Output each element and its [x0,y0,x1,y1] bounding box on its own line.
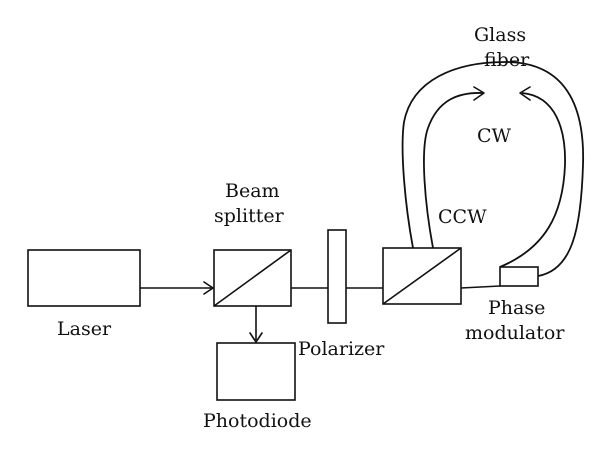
ccw-arrowhead [519,86,531,101]
laser-beam-arrowhead [203,281,214,295]
laser-label: Laser [57,318,112,340]
photodiode-arrowhead [249,332,263,343]
glass-fiber-outer-loop [401,61,584,277]
beam-splitter-diagonal [213,249,292,307]
laser-box [27,249,141,307]
ccw-label: CCW [438,206,487,228]
glass-fiber-inner-loop [423,92,566,268]
photodiode-box [216,342,296,401]
cw-arrowhead [473,86,485,101]
polarizer-element [327,229,347,324]
glass-fiber-label-line2: fiber [484,49,530,71]
coupler-to-modulator-link [460,285,501,289]
polarizer-label: Polarizer [298,338,385,360]
phase-modulator-label-line1: Phase [488,297,545,319]
cw-label: CW [477,125,512,147]
beam-splitter-label-line1: Beam [225,180,280,202]
beam-splitter-label-line2: splitter [214,205,285,227]
fiber-coupler-diagonal [382,247,462,305]
glass-fiber-label-line1: Glass [474,24,526,46]
photodiode-label: Photodiode [203,410,312,432]
phase-modulator-box [499,266,539,287]
phase-modulator-label-line2: modulator [465,322,565,344]
